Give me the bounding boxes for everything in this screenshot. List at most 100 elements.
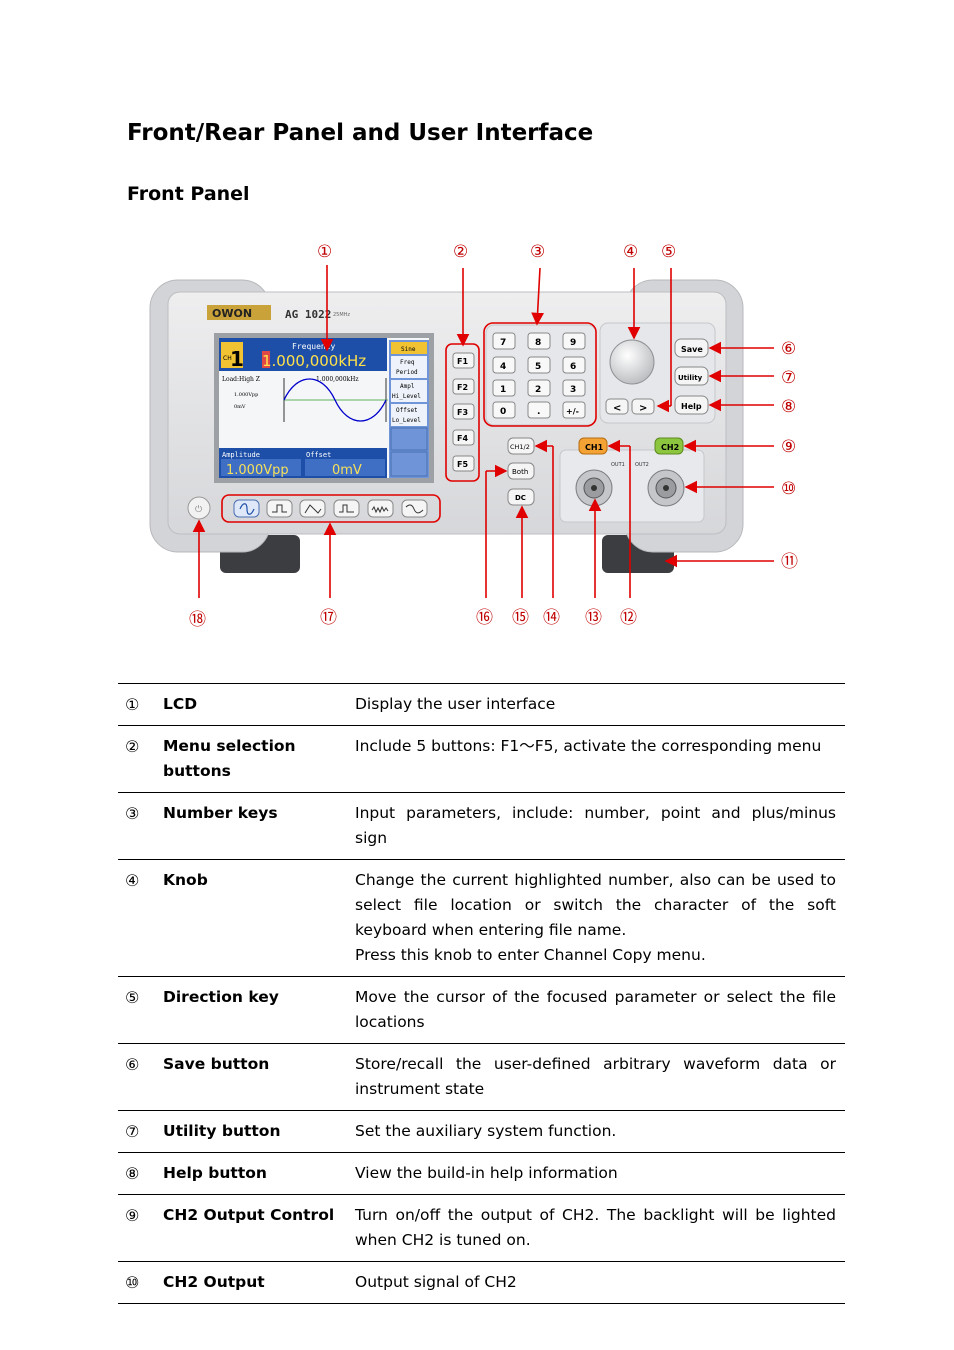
svg-text:⑮: ⑮ [512, 608, 529, 628]
dc-button[interactable]: DC [507, 488, 535, 506]
svg-text:7: 7 [500, 338, 506, 348]
component-description: Turn on/off the output of CH2. The backl… [348, 1194, 845, 1262]
svg-text:F5: F5 [457, 460, 468, 469]
save-button[interactable]: Save [674, 338, 709, 358]
row-number: ② [118, 725, 156, 793]
svg-text:⑪: ⑪ [781, 552, 798, 572]
svg-text:Both: Both [512, 468, 528, 476]
model-label: AG 1022 [285, 308, 331, 321]
svg-text:Hi_Level: Hi_Level [392, 393, 421, 400]
power-button[interactable] [187, 496, 211, 520]
table-row: ⑤ Direction key Move the cursor of the f… [118, 976, 845, 1044]
svg-text:Save: Save [681, 345, 703, 354]
component-name: LCD [156, 683, 348, 726]
svg-text:⑥: ⑥ [781, 339, 796, 359]
svg-text:OUT1: OUT1 [611, 462, 625, 468]
table-row: ⑨ CH2 Output Control Turn on/off the out… [118, 1194, 845, 1262]
table-row: ① LCD Display the user interface [118, 683, 845, 726]
square-wave-icon [272, 504, 287, 513]
svg-text:1: 1 [500, 385, 506, 395]
svg-text:6: 6 [570, 362, 576, 372]
table-row: ② Menu selection buttons Include 5 butto… [118, 725, 845, 793]
svg-text:Frequency: Frequency [292, 342, 336, 351]
svg-text:0mV: 0mV [332, 463, 362, 478]
waveform-keys[interactable] [233, 499, 428, 518]
svg-text:CH2: CH2 [661, 443, 679, 452]
help-button[interactable]: Help [674, 395, 709, 415]
row-number: ⑧ [118, 1152, 156, 1195]
ch2-output-connector[interactable] [647, 469, 685, 507]
svg-text:2: 2 [535, 385, 541, 395]
svg-text:Offset: Offset [396, 407, 418, 414]
row-number: ① [118, 683, 156, 726]
ch2-button[interactable]: CH2 [654, 437, 684, 455]
svg-text:⑧: ⑧ [781, 397, 796, 417]
svg-text:0mV: 0mV [234, 404, 246, 410]
svg-text:1.000Vpp: 1.000Vpp [234, 392, 258, 398]
svg-text:<: < [613, 403, 621, 414]
component-description: Store/recall the user-defined arbitrary … [348, 1043, 845, 1111]
knob[interactable] [609, 339, 655, 385]
f-keys[interactable]: F1 F2 F3 F4 F5 [452, 352, 475, 472]
svg-text:F1: F1 [457, 357, 468, 366]
direction-keys[interactable]: < > [605, 398, 655, 415]
svg-text:DC: DC [515, 494, 526, 502]
svg-text:25MHz: 25MHz [333, 312, 350, 318]
svg-text:⑫: ⑫ [620, 608, 637, 628]
table-row: ④ Knob Change the current highlighted nu… [118, 859, 845, 977]
component-name: Direction key [156, 976, 348, 1044]
svg-text:0: 0 [500, 407, 506, 417]
svg-text:⑤: ⑤ [661, 242, 676, 262]
table-row: ⑩ CH2 Output Output signal of CH2 [118, 1261, 845, 1304]
arbitrary-wave-icon [405, 504, 424, 514]
component-name: Knob [156, 859, 348, 977]
component-name: Utility button [156, 1110, 348, 1153]
section-title: Front Panel [127, 183, 250, 205]
svg-text:8: 8 [535, 338, 541, 348]
number-keys[interactable]: 7 8 9 4 5 6 1 2 3 0 . +/- [492, 332, 586, 419]
svg-text:Sine: Sine [401, 346, 416, 353]
ramp-wave-icon [304, 504, 322, 514]
component-description: Input parameters, include: number, point… [348, 792, 845, 860]
svg-text:CH1/2: CH1/2 [510, 443, 530, 451]
svg-text:+/-: +/- [566, 407, 579, 416]
svg-text:⑩: ⑩ [781, 479, 796, 499]
row-number: ③ [118, 792, 156, 860]
svg-text:Utility: Utility [678, 374, 703, 382]
front-panel-figure: OWON AG 1022 25MHz CH 1 Frequency 1.000,… [149, 242, 798, 630]
svg-text:CH1: CH1 [585, 443, 604, 452]
utility-button[interactable]: Utility [674, 366, 709, 386]
component-name: Menu selection buttons [156, 725, 348, 793]
svg-text:F3: F3 [457, 408, 468, 417]
lcd-frequency-value: 1.000,000kHz [262, 352, 366, 370]
svg-text:.: . [537, 407, 540, 417]
svg-text:CH: CH [223, 355, 232, 362]
svg-text:Offset: Offset [306, 451, 331, 459]
component-description: Display the user interface [348, 683, 845, 726]
svg-text:③: ③ [530, 242, 545, 262]
svg-text:⑰: ⑰ [320, 608, 337, 628]
svg-text:1: 1 [230, 347, 244, 371]
svg-text:⑯: ⑯ [476, 608, 493, 628]
ch12-button[interactable]: CH1/2 [507, 437, 535, 455]
svg-text:⑱: ⑱ [189, 610, 206, 630]
table-row: ⑦ Utility button Set the auxiliary syste… [118, 1110, 845, 1153]
component-name: Number keys [156, 792, 348, 860]
component-name: CH2 Output Control [156, 1194, 348, 1262]
pulse-wave-icon [339, 504, 354, 513]
svg-text:Load:High Z: Load:High Z [222, 376, 260, 383]
component-description: Move the cursor of the focused parameter… [348, 976, 845, 1044]
svg-text:5: 5 [535, 362, 541, 372]
svg-text:9: 9 [570, 338, 576, 348]
svg-text:F4: F4 [457, 434, 468, 443]
ch1-output-connector[interactable] [575, 469, 613, 507]
svg-text:3: 3 [570, 385, 576, 395]
svg-text:⑬: ⑬ [585, 608, 602, 628]
component-description: Change the current highlighted number, a… [348, 859, 845, 977]
row-number: ④ [118, 859, 156, 977]
table-row: ⑧ Help button View the build-in help inf… [118, 1152, 845, 1195]
both-button[interactable]: Both [507, 462, 535, 480]
ch1-button[interactable]: CH1 [578, 437, 608, 455]
svg-text:OUT2: OUT2 [635, 462, 649, 468]
component-description: Set the auxiliary system function. [348, 1110, 845, 1153]
